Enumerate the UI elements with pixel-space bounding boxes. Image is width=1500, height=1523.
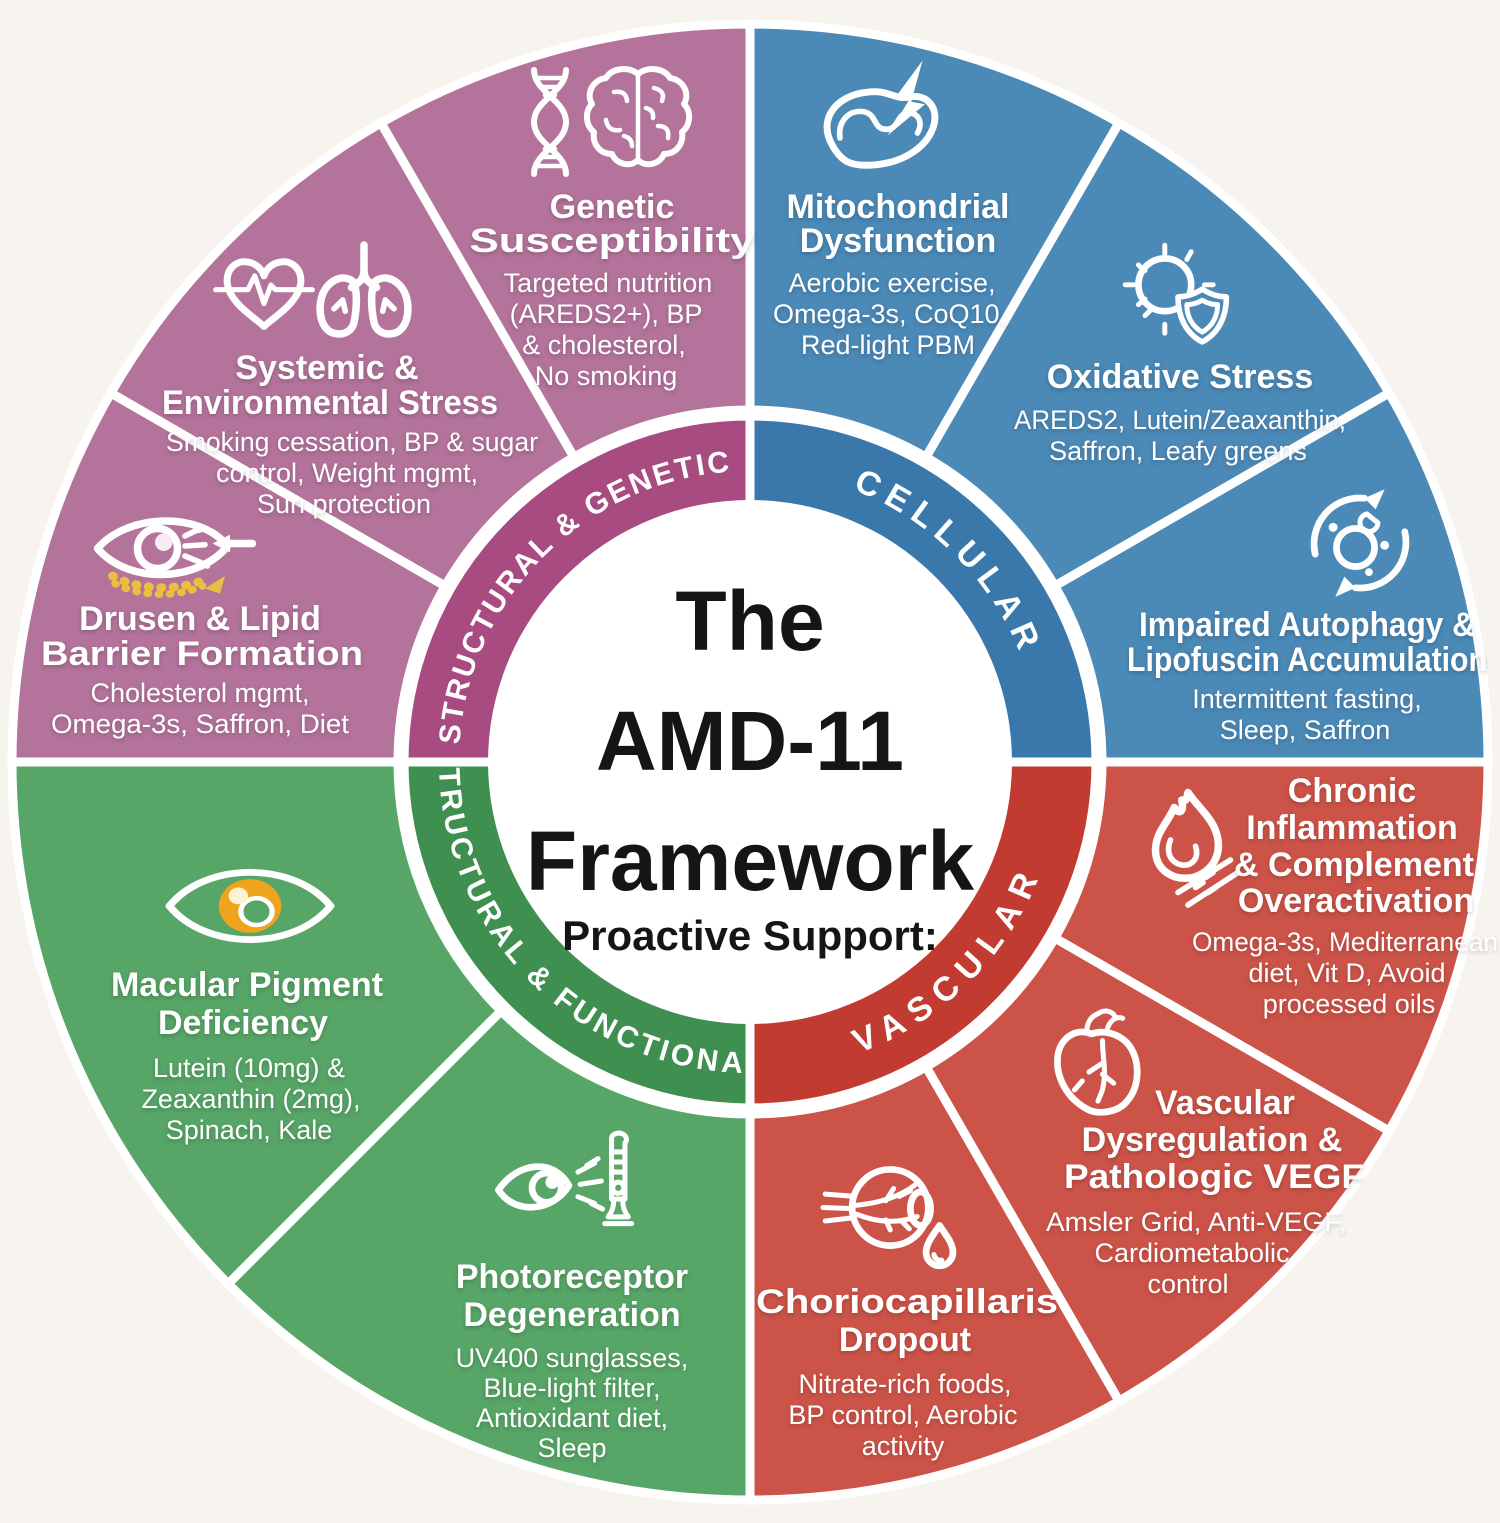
drusen-deposits [108,571,212,592]
segment-title-line: Vascular [1155,1084,1295,1122]
segment-impaired-autophagy [1050,388,1493,767]
drusen-arrow [205,576,225,594]
segment-title-line: Deficiency [158,1004,328,1042]
segment-title-line: Chronic [1288,772,1416,810]
segment-macular-pigment-deficiency [7,757,506,1289]
drusen-deposits-row2 [111,579,207,598]
segment-detail-line: processed oils [1263,989,1436,1019]
segment-title-line: Overactivation [1238,882,1474,920]
center-subtitle: Proactive Support: [562,912,938,959]
segment-detail-line: Sun protection [257,489,431,519]
macula-pupil [238,895,275,928]
macula-eye-icon [165,869,335,943]
quadrant-vascular [745,757,1493,1505]
segment-title-line: Dropout [839,1321,971,1359]
segment-detail-line: No smoking [535,361,678,391]
segment-detail-line: Zeaxanthin (2mg), [141,1084,360,1114]
segment-title-line: Environmental Stress [162,384,498,422]
segment-detail-line: Intermittent fasting, [1192,684,1422,714]
segment-detail-line: BP control, Aerobic [788,1400,1017,1430]
segment-oxidative-stress [921,118,1394,591]
segment-title-line: Drusen & Lipid [79,600,321,638]
segment-detail-line: Spinach, Kale [166,1115,333,1145]
segment-title-line: Choriocapillaris [756,1283,1058,1321]
segment-chronic-inflammation [1050,757,1493,1136]
center-title-line1: The [675,574,824,668]
center-title-line2: AMD-11 [596,694,904,788]
segment-title-line: Impaired Autophagy & [1139,606,1475,644]
segment-title-line: Susceptibility [470,222,755,260]
segment-title-line: Dysregulation & [1082,1121,1343,1159]
drusen-pupil-highlight [155,533,173,551]
eye-light-rod-icon [495,1130,635,1227]
segment-detail-line: Sleep [537,1433,606,1463]
eye-droplet-icon [820,1166,957,1270]
center-title-line3: Framework [526,814,974,908]
brain-icon [584,66,692,168]
segment-drusen-lipid-barrier [7,388,450,767]
segment-detail-line: & cholesterol, [522,330,686,360]
segment-choriocapillaris-dropout [745,1062,1124,1505]
segment-detail-line: Sleep, Saffron [1220,715,1391,745]
segment-detail-line: Red-light PBM [801,330,975,360]
segment-title-line: Photoreceptor [456,1258,688,1296]
drusen-eye-arrow-icon [93,517,257,598]
quadrant-structural-genetic [7,19,755,767]
autophagy-recycle-icon [1310,489,1410,597]
quadrant-cellular [745,19,1493,767]
dna-icon [531,67,569,177]
segment-detail-line: Nitrate-rich foods, [798,1369,1011,1399]
segment-detail-line: Omega-3s, Mediterranean [1192,927,1498,957]
sun-shield-icon [1122,242,1230,345]
segment-detail-line: Saffron, Leafy greens [1049,436,1307,466]
segment-detail-line: Blue-light filter, [483,1373,660,1403]
segment-vascular-dysregulation [921,933,1394,1406]
segment-detail-line: Targeted nutrition [504,268,713,298]
macula-highlight [228,887,249,905]
segment-detail-line: Antioxidant diet, [476,1403,668,1433]
segment-detail-line: UV400 sunglasses, [456,1343,689,1373]
segment-detail-line: activity [862,1431,945,1461]
segment-title-line: Lipofuscin Accumulation [1127,641,1487,679]
mitochondria-bolt-icon [823,60,939,169]
segment-detail-line: Cardiometabolic [1094,1238,1289,1268]
segment-title-line: Genetic [550,188,675,226]
segment-genetic-susceptibility [376,19,755,462]
segment-detail-line: control, Weight mgmt, [216,458,478,488]
segment-detail-line: Amsler Grid, Anti-VEGF, [1046,1207,1346,1237]
segment-title-line: Barrier Formation [41,635,363,673]
heart-ecg-icon [213,258,315,330]
segment-detail-line: Cholesterol mgmt, [90,678,309,708]
lungs-icon [316,241,412,338]
segment-title-line: Macular Pigment [111,966,383,1004]
segment-detail-line: Aerobic exercise, [788,268,995,298]
segment-title-line: Inflammation [1246,809,1458,847]
segment-title-line: Pathologic VEGF [1064,1158,1364,1196]
segment-systemic-environmental-stress [106,118,579,591]
segment-title-line: Dysfunction [800,222,996,260]
segment-detail-line: Omega-3s, CoQ10, [773,299,1007,329]
segment-detail-line: Smoking cessation, BP & sugar [166,427,538,457]
center-circle [488,500,1012,1024]
segment-detail-line: AREDS2, Lutein/Zeaxanthin, [1014,405,1346,435]
segment-title-line: Degeneration [463,1296,680,1334]
segment-detail-line: (AREDS2+), BP [510,299,703,329]
segment-title-line: & Complement [1234,846,1474,884]
flame-vessel-icon [1151,788,1241,908]
segment-detail-line: diet, Vit D, Avoid [1248,958,1445,988]
segment-title-line: Mitochondrial [787,188,1010,226]
segment-title-line: Oxidative Stress [1047,358,1313,396]
segment-title-line: Systemic & [235,349,418,387]
segment-detail-line: control [1147,1269,1228,1299]
segment-detail-line: Omega-3s, Saffron, Diet [51,709,350,739]
segment-detail-line: Lutein (10mg) & [153,1053,345,1083]
heart-organ-icon [1054,1008,1141,1116]
